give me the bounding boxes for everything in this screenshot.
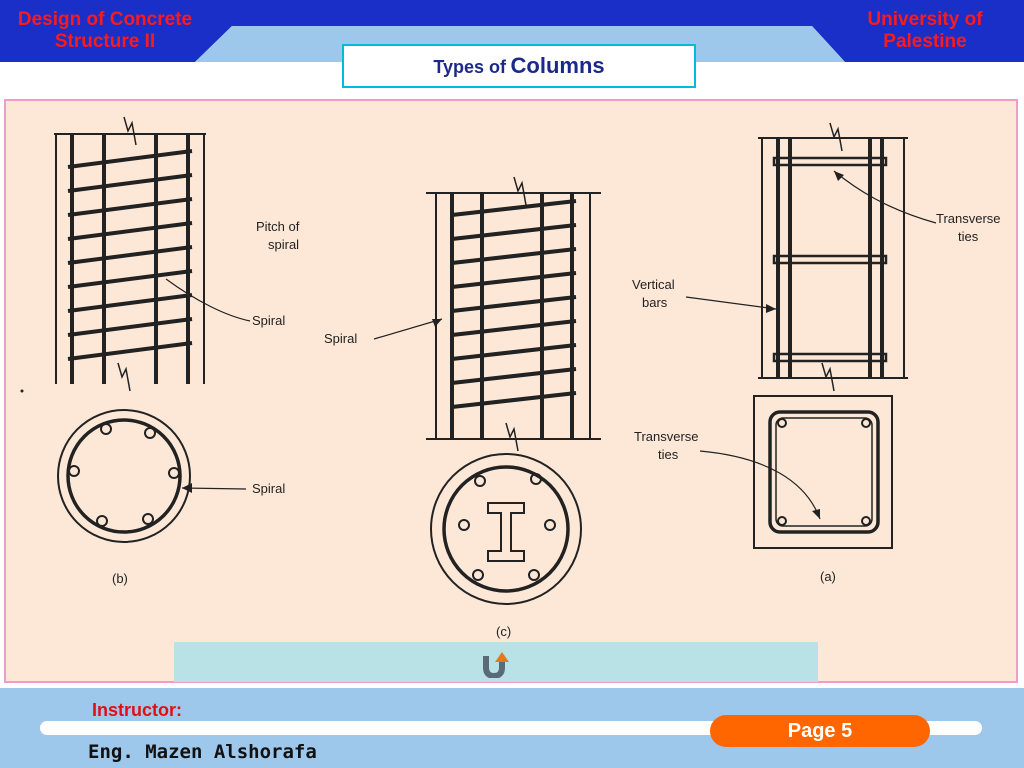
label-vertical-2: bars [642,295,668,310]
label-transverse-b-1: Transverse [634,429,699,444]
column-a-section [753,395,893,549]
university-name-line2: Palestine [883,31,967,52]
label-spiral-c: Spiral [324,331,357,346]
column-a-leaders [685,170,937,520]
slide-title: Types of Columns [342,44,696,88]
course-title-line1: Design of Concrete [17,9,193,30]
caption-a: (a) [820,569,836,584]
label-transverse-a-1: Transverse [936,211,1001,226]
slide-title-word2: Columns [510,53,605,78]
column-b-section [57,409,191,543]
caption-b: (b) [112,571,128,586]
label-spiral-b-section: Spiral [252,481,285,496]
slide-title-word1: Types of [433,57,507,77]
column-b-elevation [54,116,206,392]
label-transverse-a-2: ties [958,229,979,244]
column-c-section [430,453,582,605]
university-name: University of Palestine [826,9,1024,53]
column-a-elevation [758,122,908,392]
label-vertical-1: Vertical [632,277,675,292]
columns-figure: Pitch of spiral Spiral Spiral Spiral Ver… [20,116,1001,639]
label-pitch-1: Pitch of [256,219,300,234]
footer-bar: Instructor: Eng. Mazen Alshorafa Page 5 [0,688,1024,768]
caption-c: (c) [496,624,511,639]
label-pitch-2: spiral [268,237,299,252]
instructor-name: Eng. Mazen Alshorafa [88,741,317,763]
course-title-line2: Structure II [54,31,156,52]
university-name-line1: University of [867,9,983,30]
arrowheads [182,171,844,519]
label-transverse-b-2: ties [658,447,679,462]
nav-bar [174,642,818,682]
label-spiral-b-elevation: Spiral [252,313,285,328]
column-b-leaders [165,278,251,490]
u-turn-arrow-icon[interactable] [480,648,510,678]
course-title: Design of Concrete Structure II [0,9,210,53]
instructor-label: Instructor: [92,700,182,720]
content-panel: Pitch of spiral Spiral Spiral Spiral Ver… [4,99,1018,683]
page-number-badge: Page 5 [710,715,930,747]
column-c-elevation [426,176,601,452]
